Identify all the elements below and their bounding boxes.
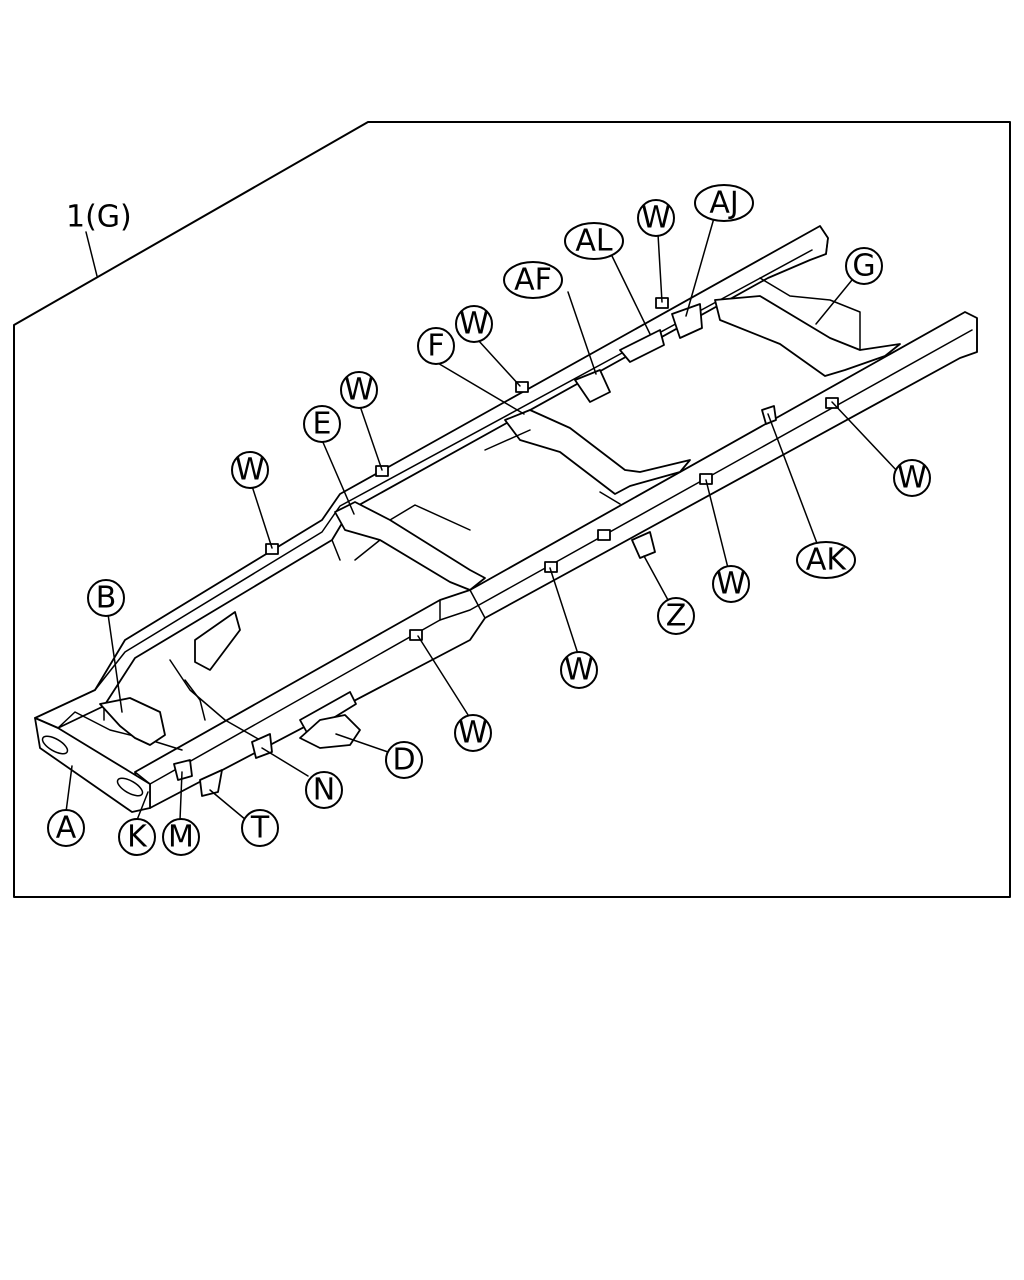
callout-d: D [385, 741, 423, 779]
bracket-d [299, 714, 361, 749]
callout-w-1: W [231, 451, 269, 489]
callout-f: F [417, 327, 455, 365]
rear-brackets [574, 303, 703, 403]
callout-z: Z [657, 597, 695, 635]
callout-w-7: W [560, 651, 598, 689]
crossmember-g [714, 295, 901, 377]
svg-text:W: W [235, 453, 265, 488]
assembly-label: 1(G) [66, 200, 132, 235]
callout-w-6: W [712, 565, 750, 603]
svg-text:W: W [564, 653, 594, 688]
svg-text:W: W [458, 716, 488, 751]
callout-t: T [241, 809, 279, 847]
svg-text:Z: Z [666, 599, 687, 634]
callout-af: AF [503, 261, 563, 299]
callout-aj: AJ [694, 184, 754, 222]
svg-text:G: G [852, 249, 875, 284]
bracket-b [99, 697, 166, 746]
leader-lines [65, 217, 899, 821]
callout-m: M [162, 818, 200, 856]
svg-text:AJ: AJ [709, 186, 738, 221]
bracket-n [251, 733, 273, 759]
svg-text:W: W [459, 307, 489, 342]
callout-w-4: W [637, 199, 675, 237]
svg-text:N: N [313, 773, 335, 808]
chassis-frame [34, 225, 978, 813]
callout-n: N [305, 771, 343, 809]
svg-text:F: F [427, 329, 444, 364]
callout-e: E [303, 405, 341, 443]
svg-text:K: K [127, 820, 148, 855]
svg-text:W: W [344, 373, 374, 408]
assembly-label-leader [85, 231, 98, 277]
callout-k: K [118, 818, 156, 856]
crossmember-e [334, 501, 486, 591]
svg-text:D: D [392, 743, 415, 778]
callout-a: A [47, 809, 85, 847]
diagram-border [13, 121, 1011, 898]
callout-b: B [87, 579, 125, 617]
svg-text:W: W [716, 567, 746, 602]
crossmember-f [504, 409, 691, 495]
bracket-t [199, 769, 223, 797]
callout-w-5: W [893, 459, 931, 497]
bracket-z [631, 531, 656, 559]
svg-text:AK: AK [806, 543, 848, 578]
callout-w-3: W [455, 305, 493, 343]
svg-text:T: T [250, 811, 270, 846]
callout-ak: AK [796, 541, 856, 579]
svg-text:A: A [56, 811, 77, 846]
callout-w-8: W [454, 714, 492, 752]
svg-text:M: M [168, 820, 194, 855]
engine-mount-left [194, 611, 241, 671]
bracket-m [173, 759, 193, 781]
svg-text:AL: AL [575, 224, 613, 259]
svg-text:AF: AF [514, 263, 552, 298]
callout-w-2: W [340, 371, 378, 409]
callout-al: AL [564, 222, 624, 260]
callout-g: G [845, 247, 883, 285]
svg-text:E: E [313, 407, 332, 442]
svg-text:B: B [96, 581, 117, 616]
svg-text:W: W [897, 461, 927, 496]
svg-text:W: W [641, 201, 671, 236]
w-brackets [265, 297, 839, 641]
